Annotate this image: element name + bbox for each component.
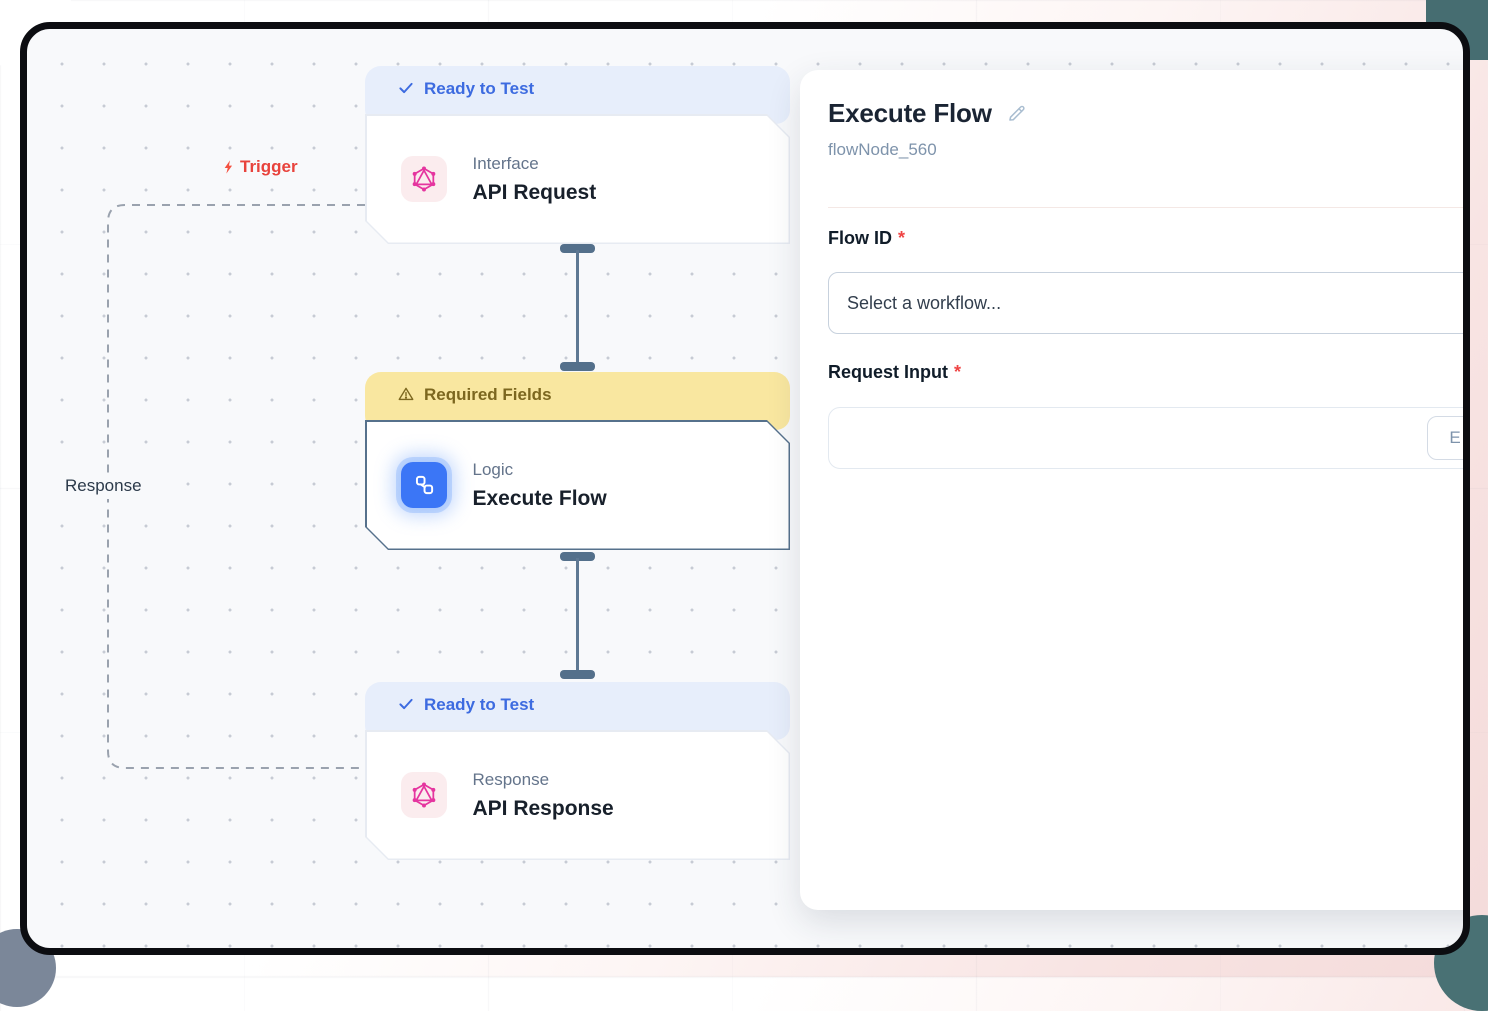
graphql-icon [401, 772, 447, 818]
response-edge-label: Response [59, 473, 148, 499]
node-execute-flow[interactable]: Required Fields Logic Execute Flow [365, 372, 790, 550]
panel-title: Execute Flow [828, 97, 992, 128]
edge-handle[interactable] [560, 552, 595, 561]
flow-id-select[interactable]: Select a workflow... [828, 272, 1463, 334]
edge-handle[interactable] [560, 244, 595, 253]
required-marker: * [954, 362, 962, 382]
edge-handle[interactable] [560, 362, 595, 371]
node-card[interactable]: Response API Response [365, 730, 790, 860]
node-id-text: flowNode_560 [828, 140, 937, 159]
graphql-icon [401, 156, 447, 202]
node-card[interactable]: Interface API Request [365, 114, 790, 244]
link-icon [401, 462, 447, 508]
warning-icon [397, 385, 415, 403]
trigger-label-text: Trigger [240, 157, 298, 176]
flow-id-placeholder: Select a workflow... [847, 292, 1002, 313]
node-status-text: Ready to Test [424, 695, 535, 714]
node-api-request[interactable]: Ready to Test [365, 66, 790, 244]
lightning-icon [221, 158, 237, 176]
node-api-response[interactable]: Ready to Test [365, 682, 790, 860]
node-title: Execute Flow [472, 486, 607, 510]
check-icon [397, 695, 415, 713]
node-title: API Response [472, 796, 614, 820]
edge-connector [576, 558, 579, 670]
node-category: Response [472, 769, 550, 789]
node-status-text: Required Fields [424, 385, 552, 404]
node-config-panel: Execute Flow flowNode_560 Flow ID* Selec… [800, 70, 1463, 910]
check-icon [397, 79, 415, 97]
edit-pencil-icon[interactable] [1006, 103, 1027, 124]
node-category: Interface [472, 153, 539, 173]
workflow-canvas[interactable]: Trigger Response Ready to Test [27, 29, 1463, 948]
edge-handle[interactable] [560, 670, 595, 679]
node-category: Logic [472, 459, 514, 479]
flow-id-label: Flow ID* [828, 228, 906, 248]
required-marker: * [898, 228, 906, 248]
edge-connector [576, 250, 579, 366]
app-window-frame: Trigger Response Ready to Test [20, 22, 1470, 955]
request-input-edit-button[interactable]: E [1427, 416, 1463, 460]
panel-divider [828, 207, 1463, 208]
node-card-selected[interactable]: Logic Execute Flow [365, 420, 790, 550]
request-input-field[interactable]: E [828, 407, 1463, 469]
node-title: API Request [472, 180, 597, 204]
trigger-label: Trigger [221, 157, 298, 177]
node-status-text: Ready to Test [424, 79, 535, 98]
request-input-label: Request Input* [828, 362, 962, 382]
